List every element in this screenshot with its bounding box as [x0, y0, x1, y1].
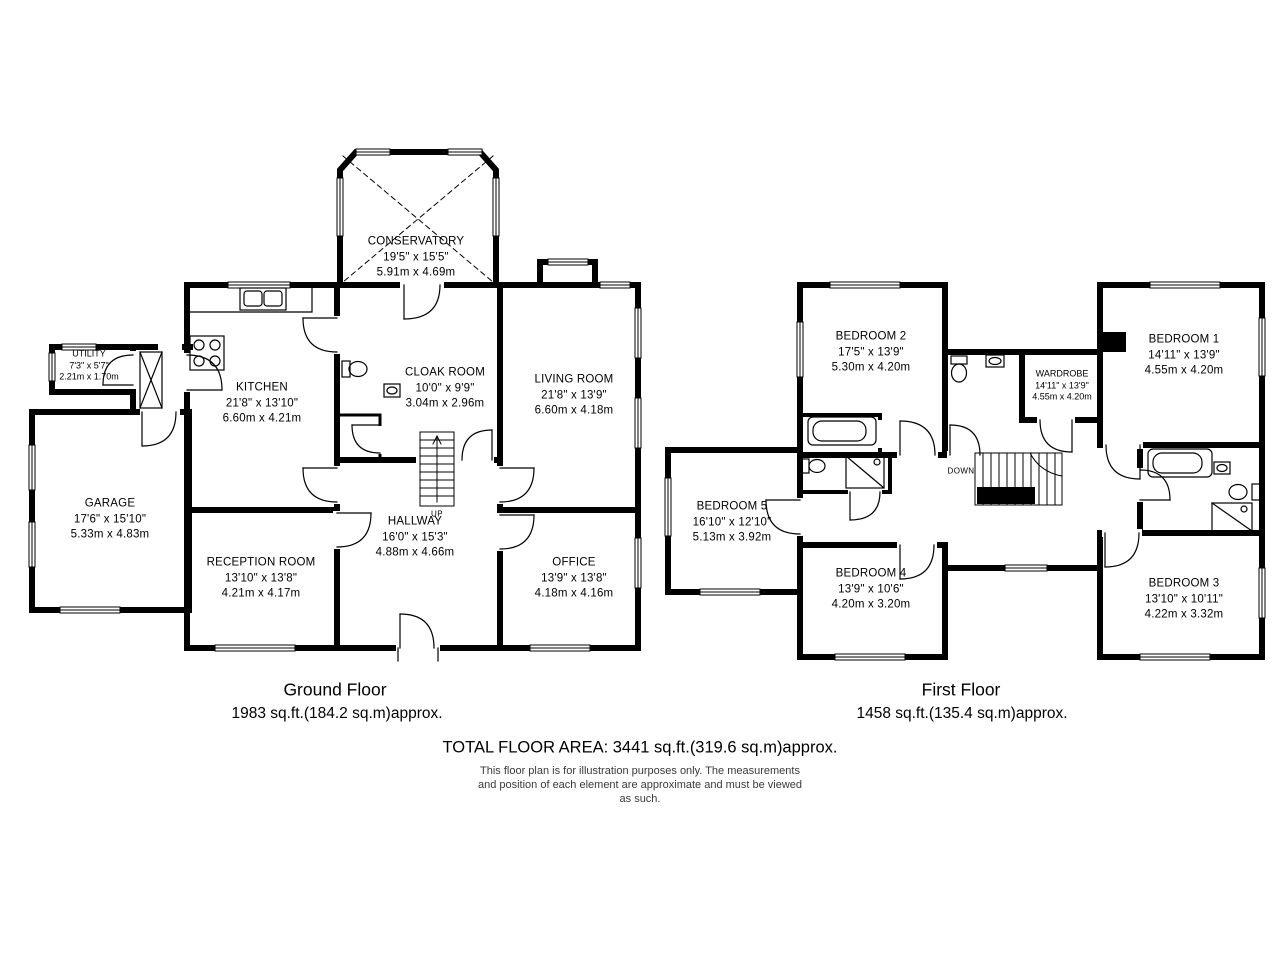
first-floor-area: 1458 sq.ft.(135.4 sq.m)approx.: [856, 705, 1068, 722]
toilet-icon: [801, 458, 826, 474]
room-label-conservatory: CONSERVATORY 19'5" x 15'5" 5.91m x 4.69m: [368, 235, 465, 282]
room-dims-metric: 5.91m x 4.69m: [376, 266, 456, 279]
room-dims-imperial: 14'11" x 13'9": [1148, 349, 1220, 362]
room-dims-imperial: 14'11" x 13'9": [1035, 380, 1089, 391]
shower-icon: [845, 455, 885, 489]
room-label-bedroom-1: BEDROOM 1 14'11" x 13'9" 4.55m x 4.20m: [1145, 333, 1224, 380]
room-label-kitchen: KITCHEN 21'8" x 13'10" 6.60m x 4.21m: [223, 381, 302, 428]
room-dims-imperial: 7'3" x 5'7": [69, 360, 109, 371]
ground-floor-title: Ground Floor: [283, 679, 387, 700]
room-name: CLOAK ROOM: [405, 366, 485, 379]
room-name: HALLWAY: [387, 515, 443, 528]
room-dims-metric: 5.13m x 3.92m: [692, 531, 772, 544]
room-name: GARAGE: [84, 497, 136, 510]
room-dims-metric: 4.55m x 4.20m: [1144, 364, 1224, 377]
room-name: LIVING ROOM: [534, 373, 614, 386]
room-dims-metric: 4.18m x 4.16m: [534, 587, 614, 600]
room-dims-metric: 4.21m x 4.17m: [221, 587, 301, 600]
toilet-icon: [950, 355, 968, 383]
disclaimer-line-3: as such.: [619, 793, 661, 805]
bathroom-sink-icon: [1213, 461, 1231, 475]
room-label-bedroom-2: BEDROOM 2 17'5" x 13'9" 5.30m x 4.20m: [832, 330, 911, 377]
first-floor-windows: [664, 281, 1266, 661]
shower-icon: [1211, 502, 1253, 532]
room-name: OFFICE: [552, 556, 596, 569]
total-floor-area: TOTAL FLOOR AREA: 3441 sq.ft.(319.6 sq.m…: [442, 738, 838, 757]
stove-icon: [189, 335, 225, 371]
room-label-office: OFFICE 13'9" x 13'8" 4.18m x 4.16m: [535, 556, 614, 603]
room-dims-imperial: 19'5" x 15'5": [383, 251, 449, 264]
room-dims-imperial: 13'10" x 13'8": [224, 572, 298, 585]
room-label-living-room: LIVING ROOM 21'8" x 13'9" 6.60m x 4.18m: [535, 373, 614, 420]
room-name: RECEPTION ROOM: [206, 556, 316, 569]
room-dims-metric: 5.33m x 4.83m: [70, 528, 150, 541]
room-name: WARDROBE: [1035, 368, 1089, 379]
room-dims-metric: 4.88m x 4.66m: [375, 546, 455, 559]
room-dims-imperial: 16'0" x 15'3": [382, 531, 448, 544]
room-name: KITCHEN: [236, 381, 288, 394]
room-name: BEDROOM 2: [835, 330, 907, 343]
room-label-garage: GARAGE 17'6" x 15'10" 5.33m x 4.83m: [71, 497, 150, 544]
room-dims-metric: 3.04m x 2.96m: [405, 397, 485, 410]
room-dims-imperial: 13'9" x 10'6": [838, 583, 904, 596]
room-label-utility: UTILITY 7'3" x 5'7" 2.21m x 1.70m: [59, 348, 119, 383]
room-dims-metric: 4.20m x 3.20m: [831, 598, 911, 611]
ground-floor-stairs-icon: [419, 431, 455, 507]
room-label-cloak-room: CLOAK ROOM 10'0" x 9'9" 3.04m x 2.96m: [405, 366, 485, 413]
kitchen-sink-icon: [239, 287, 287, 311]
chimney-breast: [1098, 332, 1126, 352]
first-floor-door-arcs: [765, 419, 1171, 580]
room-label-wardrobe: WARDROBE 14'11" x 13'9" 4.55m x 4.20m: [1032, 368, 1092, 403]
room-dims-imperial: 10'0" x 9'9": [415, 382, 475, 395]
room-label-bedroom-4: BEDROOM 4 13'9" x 10'6" 4.20m x 3.20m: [832, 567, 911, 614]
room-dims-imperial: 21'8" x 13'10": [225, 397, 299, 410]
bathtub-icon: [1147, 448, 1213, 478]
ground-floor-area: 1983 sq.ft.(184.2 sq.m)approx.: [231, 705, 443, 722]
room-dims-imperial: 21'8" x 13'9": [541, 389, 607, 402]
conservatory-roof-lines: [342, 155, 494, 283]
room-dims-imperial: 13'10" x 10'11": [1144, 593, 1224, 606]
first-floor-stairs-icon: [974, 452, 1063, 506]
room-label-bedroom-3: BEDROOM 3 13'10" x 10'11" 4.22m x 3.32m: [1145, 577, 1224, 624]
room-dims-imperial: 17'5" x 13'9": [838, 346, 904, 359]
ground-floor-windows: [28, 148, 642, 652]
room-dims-imperial: 16'10" x 12'10": [692, 516, 772, 529]
room-dims-metric: 4.55m x 4.20m: [1032, 391, 1092, 402]
room-dims-metric: 2.21m x 1.70m: [59, 371, 119, 382]
first-floor-door-gaps: [794, 416, 1143, 549]
room-name: BEDROOM 4: [835, 567, 907, 580]
cloak-sink-icon: [383, 383, 401, 398]
first-floor-title: First Floor: [921, 679, 1001, 700]
room-dims-imperial: 13'9" x 13'8": [541, 572, 607, 585]
first-floor-plan: [664, 281, 1266, 661]
room-name: BEDROOM 5: [696, 500, 768, 513]
bathroom-sink-icon: [985, 354, 1005, 368]
room-dims-metric: 6.60m x 4.21m: [222, 412, 302, 425]
room-dims-metric: 5.30m x 4.20m: [831, 361, 911, 374]
kitchen-counter: [189, 287, 313, 313]
room-label-hallway: HALLWAY 16'0" x 15'3" 4.88m x 4.66m: [376, 515, 455, 562]
room-label-reception-room: RECEPTION ROOM 13'10" x 13'8" 4.21m x 4.…: [207, 556, 316, 603]
ground-floor-plan: [28, 148, 642, 662]
room-dims-imperial: 17'6" x 15'10": [73, 513, 147, 526]
bathtub-icon: [807, 416, 877, 446]
fridge-icon: [139, 351, 163, 409]
ground-floor-door-arcs: [102, 284, 535, 662]
room-name: UTILITY: [72, 348, 106, 359]
room-label-bedroom-5: BEDROOM 5 16'10" x 12'10" 5.13m x 3.92m: [693, 500, 772, 547]
ground-floor-partitions: [335, 413, 382, 462]
room-dims-metric: 6.60m x 4.18m: [534, 404, 614, 417]
stairs-up-label: UP: [431, 509, 443, 519]
cloak-toilet-icon: [341, 360, 368, 378]
room-dims-metric: 4.22m x 3.32m: [1144, 608, 1224, 621]
room-name: CONSERVATORY: [367, 235, 465, 248]
disclaimer-line-1: This floor plan is for illustration purp…: [480, 765, 800, 777]
toilet-icon: [1228, 483, 1261, 501]
room-name: BEDROOM 3: [1148, 577, 1220, 590]
stairs-down-label: DOWN: [947, 466, 975, 476]
room-name: BEDROOM 1: [1148, 333, 1220, 346]
disclaimer-line-2: and position of each element are approxi…: [477, 779, 803, 791]
